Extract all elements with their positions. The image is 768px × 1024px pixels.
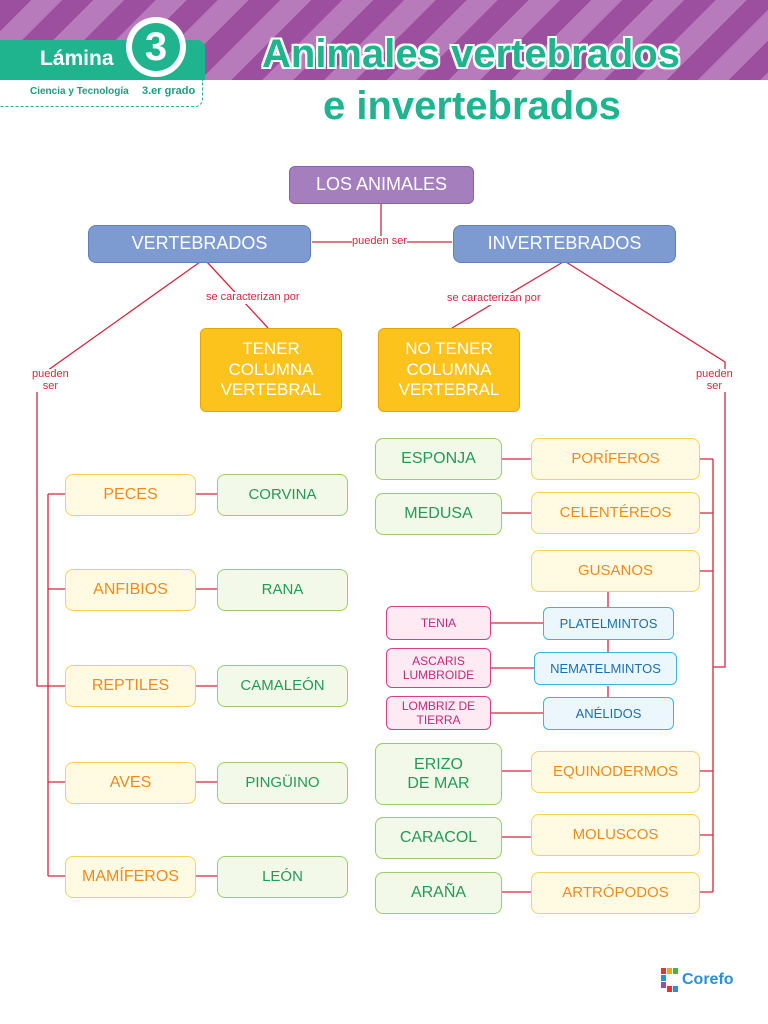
invert-group-equinodermos: EQUINODERMOS <box>531 751 700 793</box>
link-label-pueden-ser-right: pueden ser <box>696 368 733 393</box>
vert-example-camaleon: CAMALEÓN <box>217 665 348 707</box>
invert-example-caracol: CARACOL <box>375 817 502 859</box>
invert-group-celentereos: CELENTÉREOS <box>531 492 700 534</box>
invert-group-moluscos: MOLUSCOS <box>531 814 700 856</box>
worm-group-anelidos: ANÉLIDOS <box>543 697 674 730</box>
page-title-line1: Animales vertebrados <box>262 32 680 76</box>
vert-group-anfibios: ANFIBIOS <box>65 569 196 611</box>
vert-example-connectors <box>195 493 218 877</box>
node-vert-trait: TENER COLUMNA VERTEBRAL <box>200 328 342 412</box>
corefo-logo-icon <box>661 968 679 992</box>
vert-groups-connector <box>36 261 201 877</box>
vert-group-aves: AVES <box>65 762 196 804</box>
worm-group-platelmintos: PLATELMINTOS <box>543 607 674 640</box>
vert-example-corvina: CORVINA <box>217 474 348 516</box>
subject-banner <box>0 80 203 107</box>
invert-example-medusa: MEDUSA <box>375 493 502 535</box>
lamina-label: Lámina <box>40 47 114 70</box>
node-invert-trait: NO TENER COLUMNA VERTEBRAL <box>378 328 520 412</box>
invert-example-connectors <box>502 458 531 893</box>
vert-group-peces: PECES <box>65 474 196 516</box>
invert-group-poriferos: PORÍFEROS <box>531 438 700 480</box>
vert-example-rana: RANA <box>217 569 348 611</box>
vert-example-leon: LEÓN <box>217 856 348 898</box>
grade-label: 3.er grado <box>142 85 196 97</box>
link-label-pueden-ser-left: pueden ser <box>32 368 69 393</box>
worm-example-tenia: TENIA <box>386 606 491 640</box>
node-vertebrados: VERTEBRADOS <box>88 225 311 263</box>
vert-group-mamiferos: MAMÍFEROS <box>65 856 196 898</box>
subject-label: Ciencia y Tecnología <box>30 86 129 97</box>
invert-groups-connector <box>565 261 726 893</box>
vert-group-reptiles: REPTILES <box>65 665 196 707</box>
lamina-number: 3 <box>132 23 180 71</box>
page-title-line2: e invertebrados <box>323 84 621 128</box>
invert-example-arana: ARAÑA <box>375 872 502 914</box>
link-label-caracterizan-left: se caracterizan por <box>206 291 300 304</box>
worm-example-lombriz: LOMBRIZ DE TIERRA <box>386 696 491 730</box>
vert-example-pinguino: PINGÜINO <box>217 762 348 804</box>
link-label-pueden-ser: pueden ser <box>352 235 408 248</box>
lamina-number-badge: 3 <box>126 17 186 77</box>
corefo-logo: Corefo <box>661 968 734 992</box>
root-node-animales: LOS ANIMALES <box>289 166 474 204</box>
worm-group-nematelmintos: NEMATELMINTOS <box>534 652 677 685</box>
invert-example-esponja: ESPONJA <box>375 438 502 480</box>
invert-example-erizo: ERIZO DE MAR <box>375 743 502 805</box>
worm-example-connectors <box>491 622 543 714</box>
invert-group-gusanos: GUSANOS <box>531 550 700 592</box>
link-label-caracterizan-right: se caracterizan por <box>447 292 541 305</box>
node-invertebrados: INVERTEBRADOS <box>453 225 676 263</box>
brand-name: Corefo <box>682 971 734 988</box>
invert-group-artropodos: ARTRÓPODOS <box>531 872 700 914</box>
worm-example-ascaris: ASCARIS LUMBROIDE <box>386 648 491 688</box>
